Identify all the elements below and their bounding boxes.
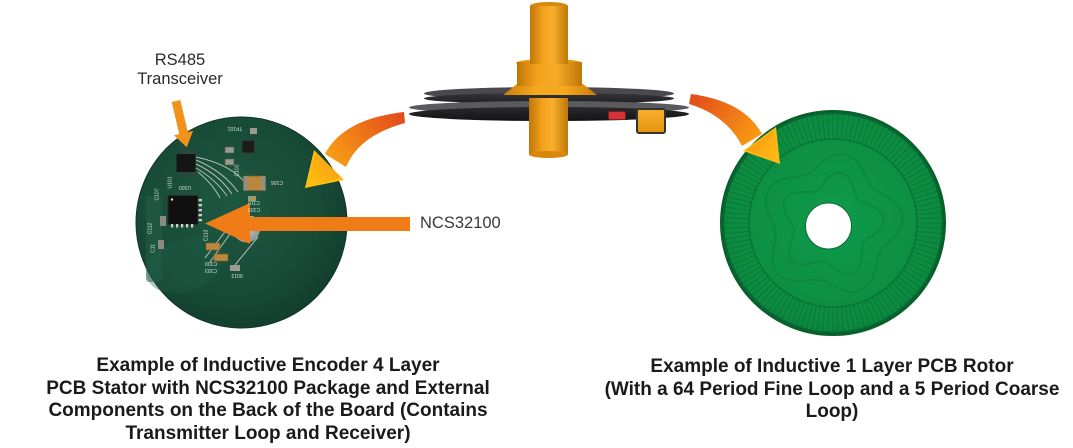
small-component	[583, 114, 589, 118]
ncs32100-annotation: NCS32100	[420, 214, 501, 232]
small-component	[523, 115, 527, 119]
curved-arrow-to-rotor	[689, 94, 780, 164]
ncs32100-pointer-arrow	[205, 203, 410, 244]
shaft-bottom	[529, 98, 568, 155]
stator-caption-line: Example of Inductive Encoder 4 Layer	[96, 355, 440, 376]
silkscreen-label: C11	[150, 244, 157, 253]
rotor-caption-line: (With a 64 Period Fine Loop and a 5 Peri…	[604, 378, 1060, 400]
silkscreen-label: C113	[203, 229, 210, 242]
silkscreen-label: U101	[167, 176, 174, 189]
rotor-caption-line: Example of Inductive 1 Layer PCB Rotor	[650, 356, 1014, 377]
shaft-collar	[517, 62, 582, 86]
rs485-chip	[176, 149, 196, 177]
small-component	[599, 113, 604, 118]
silkscreen-label: C102	[234, 164, 241, 177]
silkscreen-label: C103	[205, 267, 217, 273]
passive-components	[158, 128, 266, 271]
connector-block	[636, 108, 666, 134]
stator-caption-line: Components on the Back of the Board (Con…	[48, 400, 488, 421]
stator-caption-line: Transmitter Loop and Receiver)	[125, 422, 411, 444]
shaft-hub-cone	[503, 84, 597, 95]
silkscreen-label: C112	[147, 222, 154, 235]
rotor-caption-line: Loop)	[805, 401, 859, 422]
stator-caption-line: PCB Stator with NCS32100 Package and Ext…	[46, 377, 490, 399]
ncs32100-chip	[167, 195, 202, 228]
shaft-bottom-cap	[529, 151, 568, 158]
red-component	[608, 111, 626, 120]
rs485-annotation-line1: RS485	[154, 51, 206, 69]
rotor-caption: Example of Inductive 1 Layer PCB Rotor (…	[582, 356, 1073, 424]
silkscreen-label: TP101	[227, 125, 243, 131]
silkscreen-label: C106	[271, 179, 283, 185]
silkscreen-label: C107	[154, 188, 161, 201]
curved-arrow-to-stator	[305, 112, 405, 188]
silkscreen-label: C100	[205, 260, 217, 266]
silkscreen-label: U100	[179, 184, 191, 190]
shaft-top	[530, 6, 568, 64]
silkscreen-label: C109	[248, 206, 260, 212]
silkscreen-label: 0013	[231, 272, 243, 278]
silkscreen-label: C110	[248, 199, 260, 205]
stator-caption: Example of Inductive Encoder 4 Layer PCB…	[8, 355, 528, 445]
rotor-center-hole	[805, 202, 852, 250]
rs485-pointer-arrow	[171, 100, 194, 148]
rotor-pattern	[724, 114, 942, 332]
rs485-annotation-line2: Transceiver	[137, 70, 223, 88]
rs485-annotation: RS485 Transceiver	[120, 51, 240, 89]
rotor-pcb	[720, 110, 946, 336]
